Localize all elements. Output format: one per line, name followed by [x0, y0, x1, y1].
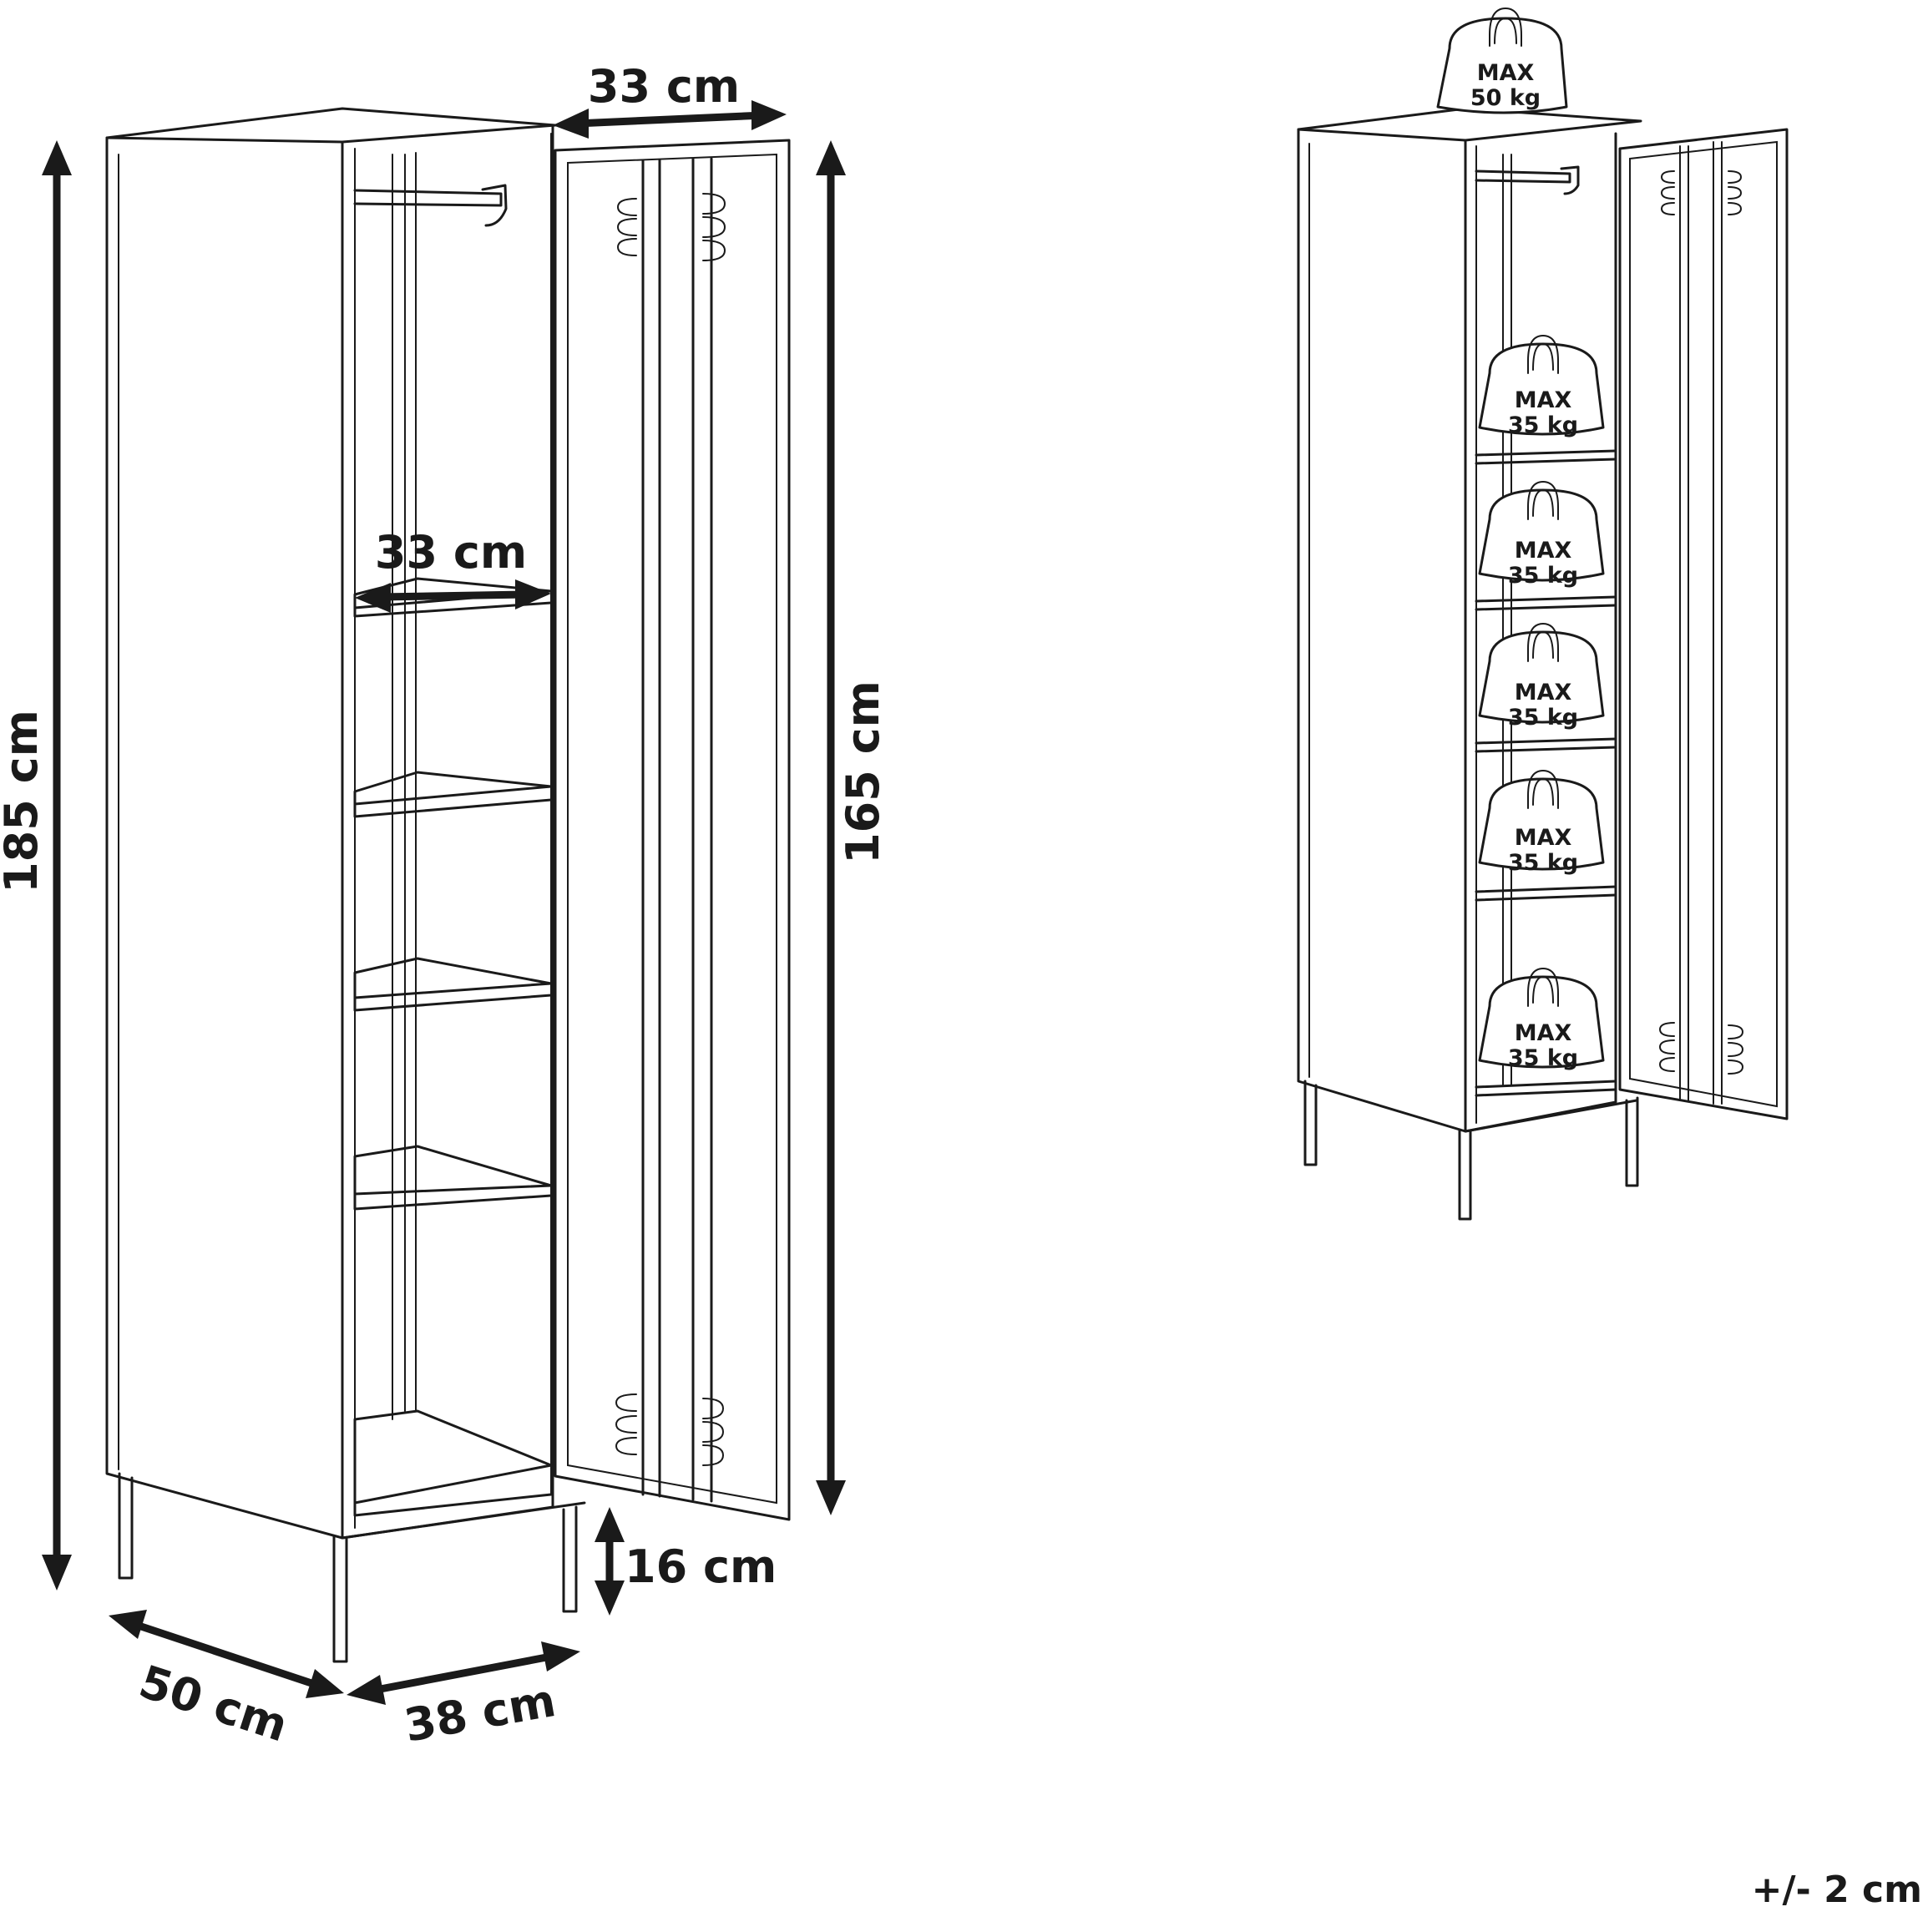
top-load-value-label: 50 kg [1470, 85, 1541, 111]
weight-shelf-1 [1478, 334, 1605, 436]
tolerance-note: +/- 2 cm [1752, 1869, 1922, 1911]
weight-top [1436, 7, 1568, 114]
weight-shelf-2 [1478, 480, 1605, 582]
legs [118, 1472, 586, 1663]
dimension-label-inner-height: 165 cm [837, 680, 889, 864]
shelf-load-value-label: 35 kg [1508, 850, 1578, 876]
shelf-load-max-label: MAX [1515, 1020, 1572, 1046]
open-door [554, 139, 791, 1521]
hanging-rail [353, 189, 503, 207]
weight-shelf-4 [1478, 769, 1605, 871]
shelf-load-max-label: MAX [1515, 825, 1572, 851]
shelf-load-value-label: 35 kg [1508, 563, 1578, 589]
weight-shelf-5 [1478, 967, 1605, 1069]
load-locker-top [1297, 107, 1642, 142]
dimension-label-shelf-width: 33 cm [375, 526, 527, 579]
load-locker-side [1297, 128, 1467, 1133]
shelf-load-max-label: MAX [1515, 538, 1572, 564]
rail-bracket [481, 184, 508, 227]
locker-top [105, 107, 557, 144]
dimension-label-leg-height: 16 cm [625, 1540, 777, 1593]
dimension-label-door-width: 33 cm [588, 60, 740, 113]
shelves [353, 577, 553, 1517]
locker-side-panel [105, 136, 344, 1540]
shelf-load-value-label: 35 kg [1508, 1045, 1578, 1071]
locker-dimension-view: 185 cm 165 cm 33 cm 33 cm 16 cm 50 cm 38… [0, 60, 889, 1752]
shelf-load-value-label: 35 kg [1508, 412, 1578, 438]
dimension-label-width: 38 cm [401, 1674, 559, 1752]
locker-front-frame [341, 124, 554, 1540]
locker-load-view: MAX 50 kg MAX 35 kg MAX 35 kg MAX 35 kg … [1297, 7, 1789, 1221]
dimension-arrows [42, 100, 846, 1705]
shelf-load-max-label: MAX [1515, 680, 1572, 706]
shelf-load-value-label: 35 kg [1508, 705, 1578, 731]
shelf-load-max-label: MAX [1515, 387, 1572, 413]
top-load-max-label: MAX [1477, 60, 1535, 86]
weight-shelf-3 [1478, 622, 1605, 724]
dimension-label-total-height: 185 cm [0, 710, 48, 893]
load-locker-door [1618, 128, 1789, 1120]
